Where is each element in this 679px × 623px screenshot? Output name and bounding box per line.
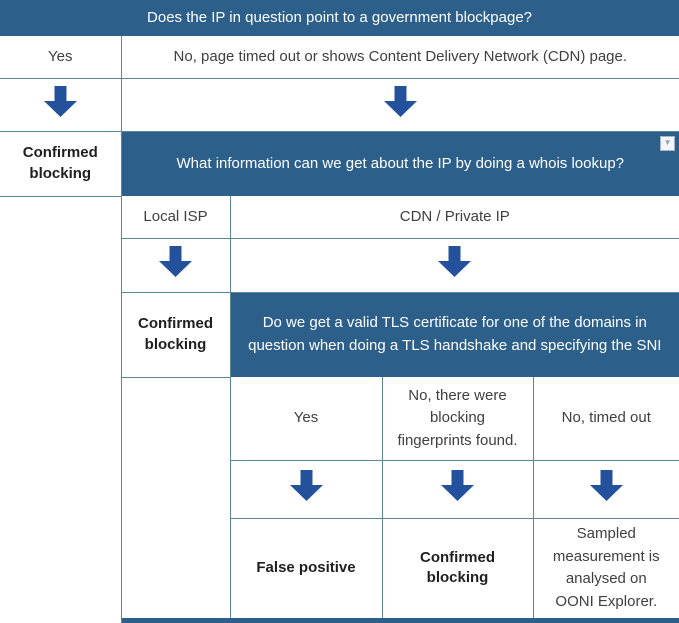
- down-arrow-icon: [589, 470, 623, 502]
- arrow-cell-timed-out: [533, 460, 679, 519]
- down-arrow-icon: [438, 246, 472, 278]
- answer-no-cdn-page-cell: No, page timed out or shows Content Deli…: [121, 36, 679, 79]
- question-whois-cell: What information can we get about the IP…: [121, 131, 679, 196]
- arrow-cell-no: [121, 78, 679, 132]
- arrow-cell-cdn: [230, 238, 679, 293]
- outcome-confirmed-blocking-3-cell: Confirmed blocking: [382, 518, 534, 618]
- arrow-cell-local-isp: [121, 238, 231, 293]
- filter-dropdown-icon[interactable]: ▼: [660, 135, 676, 151]
- question-blockpage-cell: Does the IP in question point to a gover…: [0, 0, 679, 36]
- arrow-cell-tls-yes: [230, 460, 383, 519]
- answer-yes-cell: Yes: [0, 36, 122, 79]
- arrow-cell-fingerprints: [382, 460, 534, 519]
- down-arrow-icon: [43, 85, 77, 117]
- outcome-false-positive-cell: False positive: [230, 518, 383, 618]
- empty-second-column-cell: [121, 377, 231, 618]
- outcome-confirmed-blocking-1-cell: Confirmed blocking: [0, 131, 122, 197]
- down-arrow-icon: [289, 470, 323, 502]
- question-whois-text: What information can we get about the IP…: [176, 154, 625, 172]
- down-arrow-icon: [383, 85, 417, 117]
- answer-cdn-private-ip-cell: CDN / Private IP: [230, 196, 679, 239]
- answer-timed-out-cell: No, timed out: [533, 377, 679, 461]
- outcome-confirmed-blocking-2-cell: Confirmed blocking: [121, 292, 231, 378]
- empty-left-column-cell: [0, 196, 122, 623]
- answer-tls-yes-cell: Yes: [230, 377, 383, 461]
- answer-blocking-fingerprints-cell: No, there were blocking fingerprints fou…: [382, 377, 534, 461]
- next-question-cutoff-bar: [121, 618, 679, 623]
- answer-local-isp-cell: Local ISP: [121, 196, 231, 239]
- arrow-cell-yes: [0, 78, 122, 132]
- down-arrow-icon: [159, 246, 192, 278]
- outcome-sampled-measurement-cell: Sampled measurement is analysed on OONI …: [552, 525, 660, 610]
- question-tls-certificate-cell: Do we get a valid TLS certificate for on…: [230, 292, 679, 377]
- down-arrow-icon: [441, 470, 474, 502]
